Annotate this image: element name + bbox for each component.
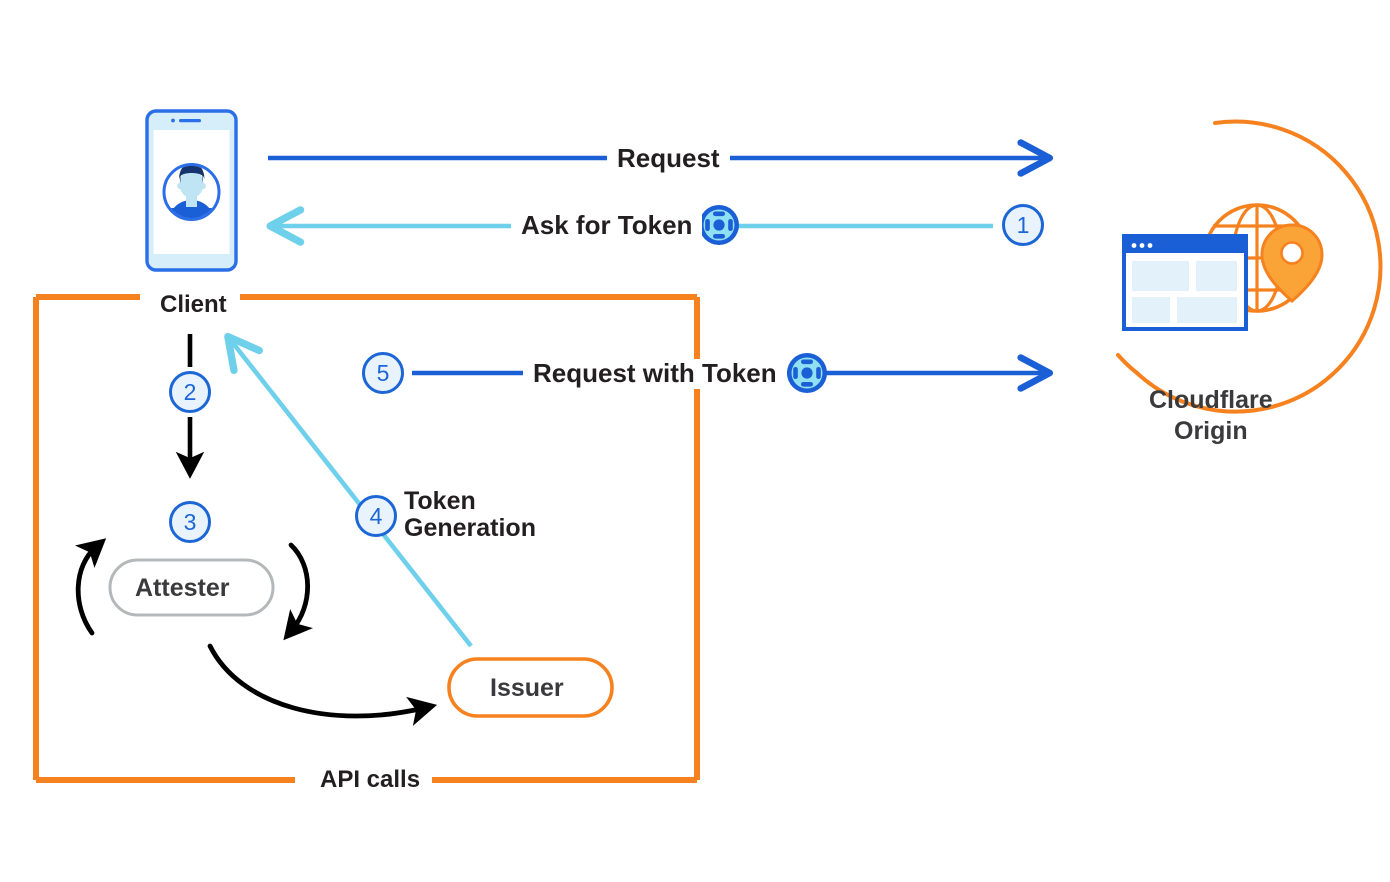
step-circle-2 bbox=[169, 371, 211, 413]
token-icon-request bbox=[787, 353, 827, 393]
flow-token-generation-arrow bbox=[224, 332, 473, 648]
step-number-4: 4 bbox=[369, 503, 383, 529]
token-icon-ask bbox=[699, 205, 739, 245]
step-circle-5 bbox=[362, 352, 404, 394]
origin-label-line1: Cloudflare bbox=[1149, 386, 1273, 414]
step-number-1: 1 bbox=[1016, 212, 1030, 238]
flow-label-request: Request bbox=[607, 143, 730, 174]
step-number-5: 5 bbox=[376, 360, 390, 386]
token-generation-line2: Generation bbox=[404, 514, 536, 542]
step-circle-1 bbox=[1002, 204, 1044, 246]
mobile-phone-user-icon bbox=[145, 109, 238, 272]
boundary-label-api-calls: API calls bbox=[310, 766, 431, 794]
step-number-2: 2 bbox=[183, 379, 197, 405]
node-label-attester: Attester bbox=[135, 574, 230, 602]
token-generation-line1: Token bbox=[404, 487, 476, 515]
map-pin-icon bbox=[1260, 223, 1324, 303]
node-label-issuer: Issuer bbox=[490, 674, 564, 702]
flow-label-token-generation: Token Generation bbox=[404, 488, 536, 542]
step-circle-3 bbox=[169, 501, 211, 543]
browser-window-icon bbox=[1122, 234, 1248, 331]
node-issuer[interactable] bbox=[447, 657, 614, 718]
step-number-3: 3 bbox=[183, 509, 197, 535]
origin-label-line2: Origin bbox=[1174, 416, 1248, 445]
flow-label-ask-for-token: Ask for Token bbox=[511, 210, 703, 241]
step-circle-4 bbox=[355, 495, 397, 537]
node-label-cloudflare-origin: Cloudflare Origin bbox=[1149, 385, 1273, 446]
flow-attester-loop-arrows bbox=[75, 538, 438, 726]
flow-label-request-with-token: Request with Token bbox=[523, 358, 787, 389]
node-attester[interactable] bbox=[108, 558, 275, 617]
cloudflare-origin-icon bbox=[1116, 119, 1383, 414]
node-label-client: Client bbox=[150, 291, 237, 319]
